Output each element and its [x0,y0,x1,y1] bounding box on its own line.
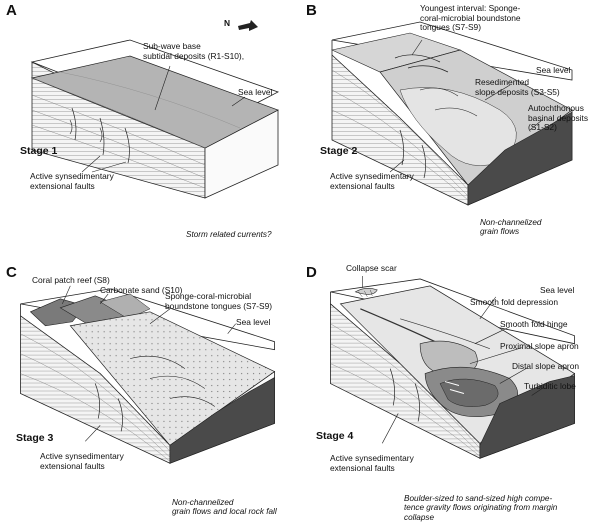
subtidal-deposits-label: Sub-wave base subtidal deposits (R1-S10)… [143,41,245,61]
stage-label: Stage 4 [316,430,354,442]
block-diagram-stage-2 [331,21,573,206]
stage-caption: Non-channelized grain flows and local ro… [172,498,277,517]
panel-letter: D [306,264,317,281]
block-diagram-stage-3 [20,285,276,464]
sea-level-label: Sea level [540,285,575,295]
panel-stage-1: A N Sub-wave base subtidal deposits (R1-… [0,0,300,264]
faults-label: Active synsedimentary extensional faults [330,171,414,191]
north-arrow-label: N [224,18,231,28]
block-diagram-stage-1 [30,20,280,199]
panel-letter: C [6,264,17,281]
resedimented-slope-label: Resedimented slope deposits (S3-S5) [475,77,560,97]
sea-level-label: Sea level [236,317,271,327]
faults-label: Active synsedimentary extensional faults [330,453,414,473]
faults-label: Active synsedimentary extensional faults [30,171,114,191]
smooth-fold-hinge-label: Smooth fold hinge [500,319,568,329]
autochthonous-basinal-label: Autochthonous basinal deposits (S1-S2) [528,103,589,133]
turbiditic-lobe-label: Turbiditic lobe [524,381,576,391]
collapse-scar-label: Collapse scar [346,263,397,273]
sponge-boundstone-label: Sponge-coral-microbial boundstone tongue… [165,291,273,311]
smooth-fold-depression-label: Smooth fold depression [470,297,558,307]
distal-slope-apron-label: Distal slope apron [512,361,580,371]
stage-label: Stage 2 [320,145,358,157]
stage-label: Stage 1 [20,145,58,157]
panel-letter: B [306,2,317,19]
panel-stage-2: B Youngest interval: Sponge- coral-micro… [300,0,600,264]
panel-letter: A [6,2,17,19]
sea-level-label: Sea level [238,87,273,97]
faults-label: Active synsedimentary extensional faults [40,451,124,471]
stage-label: Stage 3 [16,432,54,444]
proximal-slope-apron-label: Proximal slope apron [500,341,579,351]
stage-caption: Non-channelized grain flows [480,218,542,237]
sea-level-label: Sea level [536,65,571,75]
stage-caption: Storm related currents? [186,230,272,239]
coral-patch-reef-label: Coral patch reef (S8) [32,275,110,285]
carbonate-sand-label: Carbonate sand (S10) [100,285,183,295]
youngest-interval-label: Youngest interval: Sponge- coral-microbi… [420,3,521,33]
block-diagram-stage-4 [330,275,576,459]
panel-stage-3: C Coral patch reef (S8) Carbonate sand (… [0,264,300,528]
stage-caption: Boulder-sized to sand-sized high compe- … [404,494,558,522]
panel-stage-4: D Collapse scar Sea level Smooth fold de… [300,263,600,528]
